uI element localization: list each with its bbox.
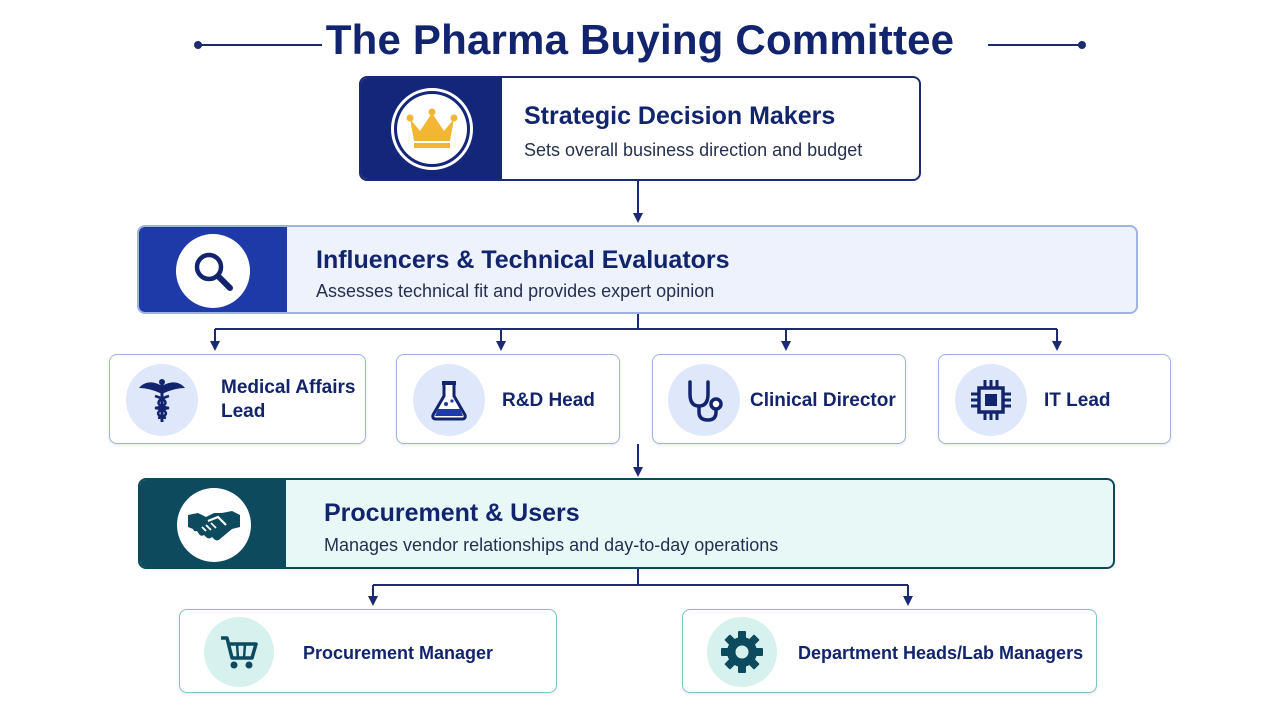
- role-rnd-head-label: R&D Head: [502, 390, 595, 411]
- tier-procurement: Procurement & Users Manages vendor relat…: [138, 478, 1115, 569]
- tier-strategic: Strategic Decision Makers Sets overall b…: [359, 76, 921, 181]
- tier-strategic-heading: Strategic Decision Makers: [524, 102, 836, 130]
- chip-icon: [971, 380, 1011, 420]
- role-clinical-director-label: Clinical Director: [750, 390, 896, 411]
- role-it-lead-badge: [955, 364, 1027, 436]
- role-card-procurement-manager: Procurement Manager: [179, 609, 557, 693]
- tier-influencers-heading: Influencers & Technical Evaluators: [316, 246, 730, 274]
- role-procurement-manager-label: Procurement Manager: [303, 643, 494, 663]
- role-medical-affairs-badge: [126, 364, 198, 436]
- role-card-rnd-head: R&D Head: [396, 354, 620, 444]
- role-department-heads-badge: [707, 617, 777, 687]
- role-department-heads-label: Department Heads/Lab Managers: [798, 643, 1084, 663]
- title-row: The Pharma Buying Committee: [0, 8, 1280, 66]
- title-left-rule: [198, 44, 322, 46]
- tier-influencers: Influencers & Technical Evaluators Asses…: [137, 225, 1138, 314]
- tier-procurement-heading: Procurement & Users: [324, 499, 580, 527]
- page-title: The Pharma Buying Committee: [325, 16, 955, 63]
- caduceus-icon: [139, 379, 185, 422]
- role-it-lead-label: IT Lead: [1044, 390, 1111, 411]
- title-right-dot: [1078, 41, 1086, 49]
- role-card-department-heads: Department Heads/Lab Managers: [682, 609, 1097, 693]
- tier-procurement-description: Manages vendor relationships and day-to-…: [324, 535, 779, 555]
- crown-icon: [406, 108, 458, 148]
- title-right-rule: [988, 44, 1082, 46]
- cart-icon: [221, 636, 258, 669]
- tier-influencers-description: Assesses technical fit and provides expe…: [316, 281, 715, 301]
- tier-influencers-badge: [176, 234, 250, 308]
- role-procurement-manager-badge: [204, 617, 274, 687]
- magnifier-icon: [194, 252, 233, 291]
- gear-icon: [721, 631, 763, 673]
- tier-procurement-badge: [177, 488, 251, 562]
- tier-strategic-description: Sets overall business direction and budg…: [524, 140, 863, 160]
- role-card-medical-affairs: Medical Affairs Lead: [109, 354, 366, 444]
- stethoscope-icon: [688, 380, 723, 422]
- role-rnd-head-badge: [413, 364, 485, 436]
- role-clinical-director-badge: [668, 364, 740, 436]
- flask-icon: [431, 381, 467, 421]
- role-card-it-lead: IT Lead: [938, 354, 1171, 444]
- role-medical-affairs-label: Medical Affairs Lead: [221, 377, 356, 422]
- role-card-clinical-director: Clinical Director: [652, 354, 906, 444]
- handshake-icon: [188, 511, 240, 541]
- tier-strategic-badge: [391, 88, 473, 170]
